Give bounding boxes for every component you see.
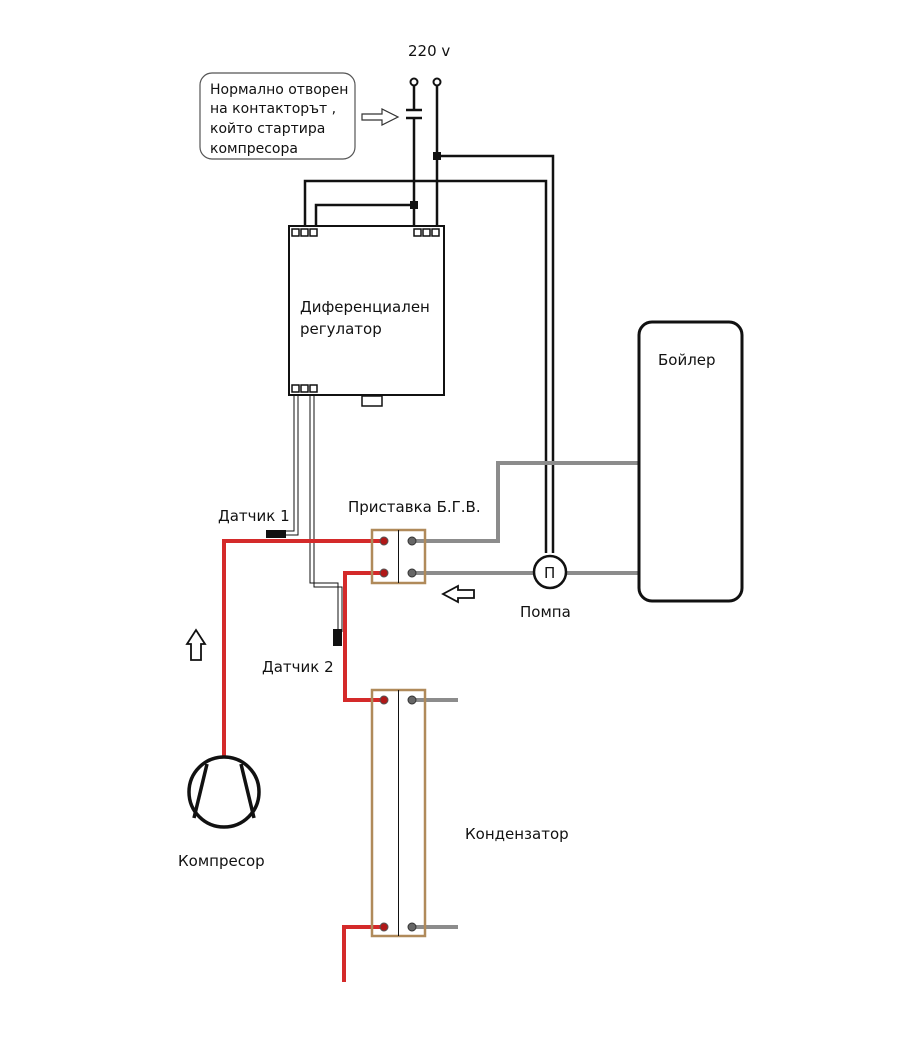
regulator-label-line-2: регулатор: [300, 320, 382, 338]
pump-symbol-letter: П: [544, 564, 555, 582]
junction-supply: [433, 152, 441, 160]
sensor-2: [333, 629, 342, 646]
sensor-2-label: Датчик 2: [262, 658, 334, 676]
power-terminal-right: [432, 77, 442, 87]
dhw-attachment: Приставка Б.Г.В.: [348, 498, 481, 585]
boiler: Бойлер: [637, 320, 744, 603]
pump-symbol: [532, 554, 568, 590]
regulator-label-line-1: Диференциален: [300, 298, 430, 316]
control-wires: [303, 154, 555, 553]
attachment-port: [379, 536, 389, 546]
pump-label: Помпа: [520, 603, 571, 621]
attachment-port: [379, 568, 389, 578]
attachment-label: Приставка Б.Г.В.: [348, 498, 481, 516]
regulator-terminal: [300, 384, 309, 393]
condenser: Кондензатор: [370, 688, 569, 938]
contactor-note: Нормално отворен на контакторът , който …: [199, 72, 356, 160]
attachment-port: [407, 536, 417, 546]
compressor-blade: [192, 763, 209, 819]
note-line-2: на контакторът ,: [210, 101, 336, 117]
compressor-symbol: [187, 755, 261, 829]
pump: П Помпа: [520, 554, 571, 621]
junction-contactor: [410, 201, 418, 209]
boiler-label: Бойлер: [658, 351, 716, 369]
sensor-1: [266, 530, 286, 538]
sensor-1-label: Датчик 1: [218, 507, 290, 525]
flow-left-arrow-icon: [441, 584, 475, 604]
power-terminal-left: [409, 77, 419, 87]
condenser-port: [379, 695, 389, 705]
refrigerant-line: [222, 539, 383, 982]
regulator-display-tab: [361, 395, 383, 407]
boiler-tank: [637, 320, 744, 603]
note-line-4: компресора: [210, 141, 298, 157]
condenser-port: [407, 922, 417, 932]
regulator-terminal: [309, 228, 318, 237]
condenser-port: [407, 695, 417, 705]
note-arrow-icon: [361, 108, 400, 126]
differential-regulator: Диференциален регулатор: [288, 225, 445, 407]
note-line-3: който стартира: [210, 121, 325, 137]
voltage-label: 220 v: [408, 42, 450, 60]
regulator-box: [288, 225, 445, 396]
regulator-terminal: [291, 384, 300, 393]
regulator-terminal: [291, 228, 300, 237]
note-line-1: Нормално отворен: [210, 82, 348, 98]
regulator-terminal: [422, 228, 431, 237]
note-box: [199, 72, 356, 160]
flow-up-arrow-icon: [185, 628, 207, 661]
regulator-terminal: [309, 384, 318, 393]
regulator-terminal: [300, 228, 309, 237]
compressor-blade: [239, 763, 256, 819]
regulator-terminal: [413, 228, 422, 237]
regulator-terminal: [431, 228, 440, 237]
condenser-label: Кондензатор: [465, 825, 569, 843]
condenser-port: [379, 922, 389, 932]
water-lines: [412, 461, 639, 929]
compressor: Компресор: [178, 755, 265, 870]
compressor-label: Компресор: [178, 852, 265, 870]
attachment-port: [407, 568, 417, 578]
